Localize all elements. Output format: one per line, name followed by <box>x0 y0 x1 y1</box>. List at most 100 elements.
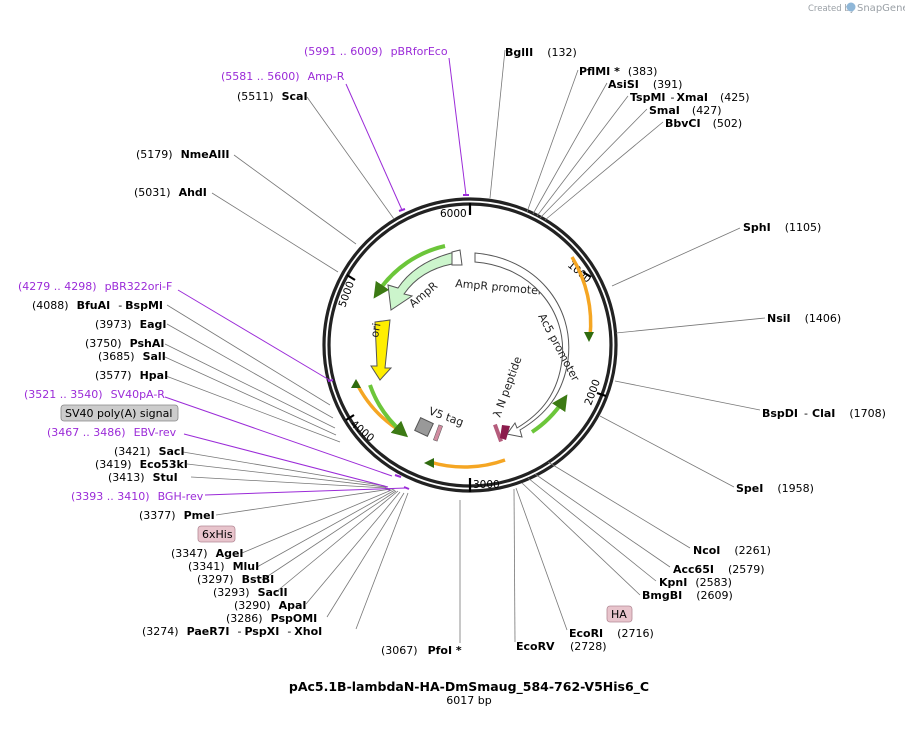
lambda-n-label: λ N peptide <box>491 355 525 419</box>
leader-line-0 <box>489 49 506 199</box>
site-ahdi[interactable]: (5031)AhdI <box>134 186 207 199</box>
site-bspdi-clai[interactable]: BspDI-ClaI(1708) <box>762 407 886 420</box>
site-asisi[interactable]: AsiSI(391) <box>608 78 682 91</box>
snapgene-logo-icon <box>846 2 856 12</box>
site-sphi[interactable]: SphI(1105) <box>743 221 821 234</box>
site-smai[interactable]: SmaI(427) <box>649 104 722 117</box>
site-ecori[interactable]: EcoRI(2716) <box>569 627 654 640</box>
plasmid-length: 6017 bp <box>446 694 491 707</box>
leader-line-10 <box>547 461 691 549</box>
primer-leader-line-2 <box>177 289 332 382</box>
leader-line-28 <box>165 375 341 443</box>
site-hpai[interactable]: (3577)HpaI <box>95 369 168 382</box>
primer-leader-lines <box>164 57 467 496</box>
site-kpni[interactable]: KpnI(2583) <box>659 576 732 589</box>
leader-line-11 <box>534 473 671 568</box>
leader-line-14 <box>515 487 568 631</box>
tick-6000: 6000 <box>440 208 467 220</box>
site-apai[interactable]: (3290)ApaI <box>234 599 306 612</box>
site-bmgbi[interactable]: BmgBI(2609) <box>642 589 733 602</box>
site-nsii[interactable]: NsiI(1406) <box>767 312 841 325</box>
site-pfoi[interactable]: (3067)PfoI * <box>381 644 462 657</box>
site-sacii[interactable]: (3293)SacII <box>213 586 288 599</box>
primer-sv40pa-r[interactable]: (3521 .. 3540)SV40pA-R <box>24 388 165 401</box>
leader-line-3 <box>536 95 629 217</box>
site-ecorv-pos: (2728) <box>570 640 607 653</box>
his-label[interactable]: 6xHis <box>202 528 233 541</box>
site-pflmi[interactable]: PflMI *(383) <box>579 65 657 78</box>
leader-line-13 <box>521 482 641 596</box>
leader-line-35 <box>306 96 395 220</box>
site-tspmi-xmai[interactable]: TspMI-XmaI(425) <box>630 91 750 104</box>
site-paer7i-pspxi-xhoi[interactable]: (3274)PaeR7I-PspXI-XhoI <box>142 625 322 638</box>
leader-line-23 <box>241 488 395 554</box>
site-bfuai-bspmi[interactable]: (4088)BfuAI-BspMI <box>32 299 163 312</box>
site-bbvci[interactable]: BbvCI(502) <box>665 117 742 130</box>
leader-line-12 <box>527 477 657 582</box>
credit-prefix: Created by <box>808 4 855 14</box>
site-agei[interactable]: (3347)AgeI <box>171 547 244 560</box>
site-ncoi[interactable]: NcoI(2261) <box>693 544 771 557</box>
ori-label: ori <box>368 322 383 338</box>
site-sali[interactable]: (3685)SalI <box>98 350 166 363</box>
sv40-label[interactable]: SV40 poly(A) signal <box>65 407 172 420</box>
site-bglii[interactable]: BglII(132) <box>505 46 577 59</box>
his-tag-feature[interactable] <box>433 424 443 442</box>
site-acc65i[interactable]: Acc65I(2579) <box>673 563 765 576</box>
site-saci[interactable]: (3421)SacI <box>114 445 185 458</box>
ampr-arrow[interactable] <box>387 251 456 311</box>
primer-pbr322ori-f[interactable]: (4279 .. 4298)pBR322ori-F <box>18 280 172 293</box>
leader-line-27 <box>182 451 386 487</box>
primer-amp-r[interactable]: (5581 .. 5600)Amp-R <box>221 70 345 83</box>
leader-line-33 <box>211 192 339 273</box>
leader-line-25 <box>190 476 388 489</box>
primer-bgh-rev[interactable]: (3393 .. 3410)BGH-rev <box>71 490 204 503</box>
primer-leader-line-4 <box>183 433 389 488</box>
ha-feature[interactable] <box>500 425 510 440</box>
site-pshai[interactable]: (3750)PshAI <box>85 337 164 350</box>
site-ecorv[interactable]: EcoRV <box>516 640 555 653</box>
leader-line-32 <box>166 304 331 406</box>
leader-line-4 <box>539 108 648 219</box>
ampr-promoter-arrow[interactable] <box>451 249 463 266</box>
leader-line-17 <box>355 492 409 630</box>
site-bstbi[interactable]: (3297)BstBI <box>197 573 274 586</box>
site-mlui[interactable]: (3341)MluI <box>188 560 259 573</box>
leader-line-24 <box>215 488 392 516</box>
site-pspomi[interactable]: (3286)PspOMI <box>226 612 317 625</box>
leader-lines <box>164 49 766 643</box>
site-stui[interactable]: (3413)StuI <box>108 471 178 484</box>
site-nmeaiii[interactable]: (5179)NmeAIII <box>136 148 230 161</box>
site-eco53ki[interactable]: (3419)Eco53kI <box>95 458 188 471</box>
orange-arc-bottom <box>429 458 506 469</box>
primer-leader-line-1 <box>345 83 403 211</box>
credit-brand: SnapGene <box>857 3 905 14</box>
primer-ebv-rev[interactable]: (3467 .. 3486)EBV-rev <box>47 426 177 439</box>
leader-line-5 <box>544 121 664 221</box>
tick-3000: 3000 <box>473 479 500 491</box>
leader-line-2 <box>532 82 608 215</box>
leader-line-31 <box>166 323 334 419</box>
orange-arc-top-right <box>570 256 593 338</box>
site-eagi[interactable]: (3973)EagI <box>95 318 166 331</box>
backbone-outer <box>322 197 618 493</box>
primer-leader-line-3 <box>164 396 393 477</box>
ha-label-box <box>606 605 633 623</box>
leader-line-8 <box>614 380 761 411</box>
primer-pbrforeco[interactable]: (5991 .. 6009)pBRforEco <box>304 45 448 58</box>
leader-line-34 <box>233 154 357 245</box>
site-scai[interactable]: (5511)ScaI <box>237 90 308 103</box>
site-pmei[interactable]: (3377)PmeI <box>139 509 215 522</box>
ori-arrow[interactable] <box>370 319 393 381</box>
v5-tag-feature[interactable] <box>414 417 434 437</box>
leader-line-29 <box>164 356 337 436</box>
leader-line-15 <box>513 488 516 643</box>
tick-5000: 5000 <box>337 280 357 309</box>
leader-line-6 <box>611 227 741 287</box>
leader-line-30 <box>164 343 336 429</box>
ha-label[interactable]: HA <box>611 608 627 621</box>
site-spei[interactable]: SpeI(1958) <box>736 482 814 495</box>
green-arcs <box>368 244 568 438</box>
leader-line-9 <box>599 415 735 488</box>
